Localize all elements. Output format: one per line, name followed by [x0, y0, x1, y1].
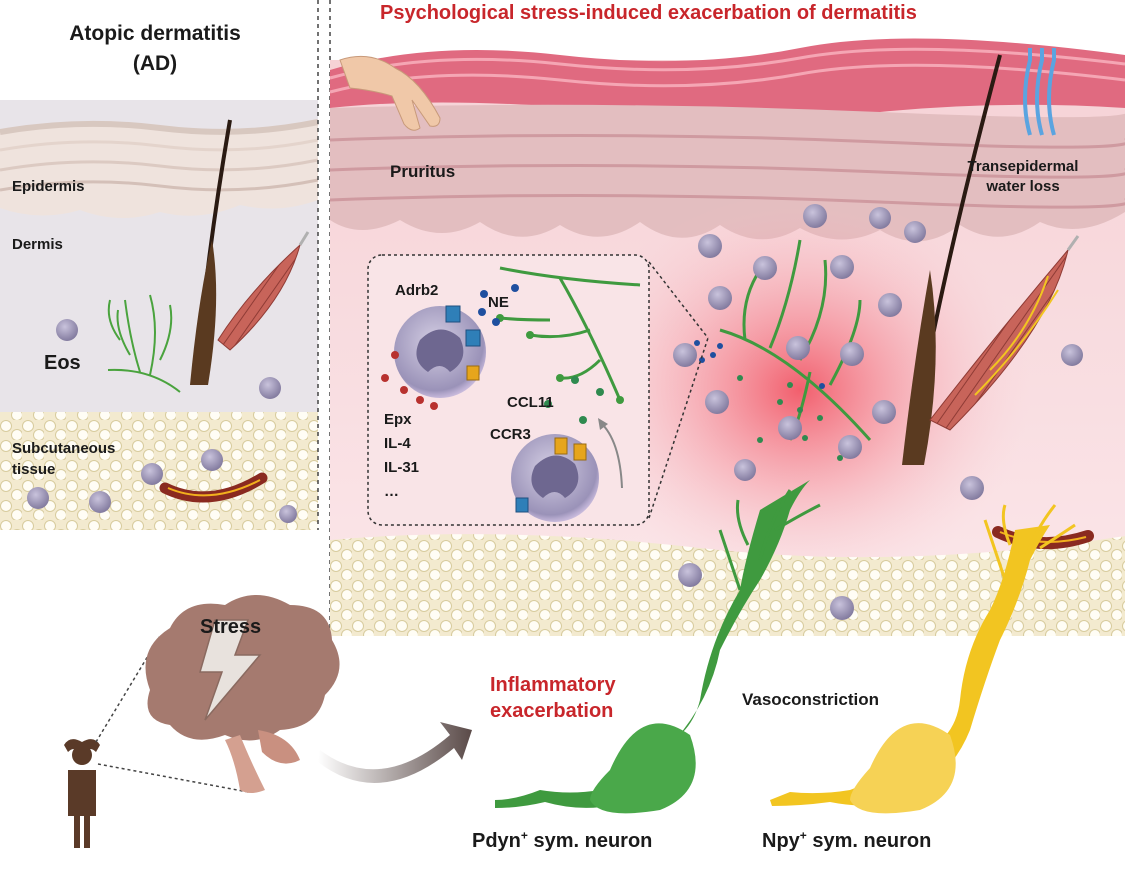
label-ccr3: CCR3 [490, 426, 531, 443]
npy-neuron [770, 504, 1076, 814]
mechanism-inset [367, 254, 709, 526]
stress-to-neuron-arrow [318, 722, 472, 783]
pdyn-rest: sym. neuron [527, 830, 653, 852]
label-eos: Eos [44, 352, 81, 374]
left-arrector-muscle [217, 243, 301, 351]
left-title-line1: Atopic dermatitis [69, 22, 241, 45]
scratching-hand [339, 55, 441, 131]
left-title-line2: (AD) [132, 52, 178, 75]
mediator-more: … [384, 483, 399, 500]
mediator-epx: Epx [384, 411, 412, 428]
label-ccl11: CCL11 [507, 394, 554, 411]
label-tewl-line2: water loss [986, 178, 1060, 195]
right-subcutaneous-fat [330, 534, 1125, 636]
pdyn-name: Pdyn [472, 830, 521, 852]
label-vasoconstriction: Vasoconstriction [742, 690, 879, 709]
left-eos-cell [56, 319, 78, 341]
right-epidermis [330, 104, 1125, 242]
inflammation-glow [570, 190, 1030, 590]
npy-name: Npy [762, 830, 800, 852]
lightning-icon [199, 619, 262, 721]
label-tewl-line1: Transepidermal [967, 158, 1079, 175]
label-inflammatory: Inflammatory exacerbation [490, 672, 616, 724]
label-epidermis: Epidermis [12, 178, 85, 195]
label-inflammatory-line2: exacerbation [490, 700, 614, 722]
right-title: Psychological stress-induced exacerbatio… [380, 2, 917, 24]
label-subcutaneous-line2: tissue [12, 461, 56, 478]
label-tewl: Transepidermal water loss [948, 158, 1098, 195]
ccl11-dots [737, 375, 843, 461]
label-pdyn-neuron: Pdyn+ sym. neuron [472, 828, 653, 853]
npy-rest: sym. neuron [806, 830, 932, 852]
label-dermis: Dermis [12, 236, 63, 253]
granule-dots [381, 351, 438, 410]
left-green-nerve [107, 294, 181, 393]
label-npy-neuron: Npy+ sym. neuron [762, 828, 932, 853]
mediator-list: Epx IL-4 IL-31 … [384, 408, 419, 504]
stressed-person-icon [64, 739, 100, 848]
pdyn-sup: + [520, 828, 528, 843]
label-subcutaneous: Subcutaneous tissue [12, 440, 115, 478]
pdyn-neuron [495, 480, 821, 814]
inset-green-nerve [499, 266, 641, 401]
label-subcutaneous-line1: Subcutaneous [12, 440, 116, 457]
left-title: Atopic dermatitis (AD) [20, 22, 290, 76]
green-nerve-branches [719, 239, 872, 441]
ne-dots [694, 340, 825, 389]
label-stress: Stress [200, 616, 262, 638]
label-pruritus: Pruritus [390, 162, 456, 181]
ccr3-receptor-icon [554, 437, 568, 455]
left-epidermis [0, 122, 318, 219]
left-skin-panel [0, 100, 319, 530]
tewl-arrows-icon [1023, 48, 1056, 136]
label-inflammatory-line1: Inflammatory [490, 674, 616, 696]
label-ne: NE [488, 294, 509, 311]
npy-sup: + [799, 828, 807, 843]
label-adrb2: Adrb2 [395, 282, 439, 299]
mediator-il4: IL-4 [384, 435, 411, 452]
adrb2-receptor-icon [445, 305, 461, 323]
right-arrector-muscle [929, 249, 1069, 431]
right-stratum-corneum [330, 38, 1125, 118]
mediator-il31: IL-31 [384, 459, 420, 476]
